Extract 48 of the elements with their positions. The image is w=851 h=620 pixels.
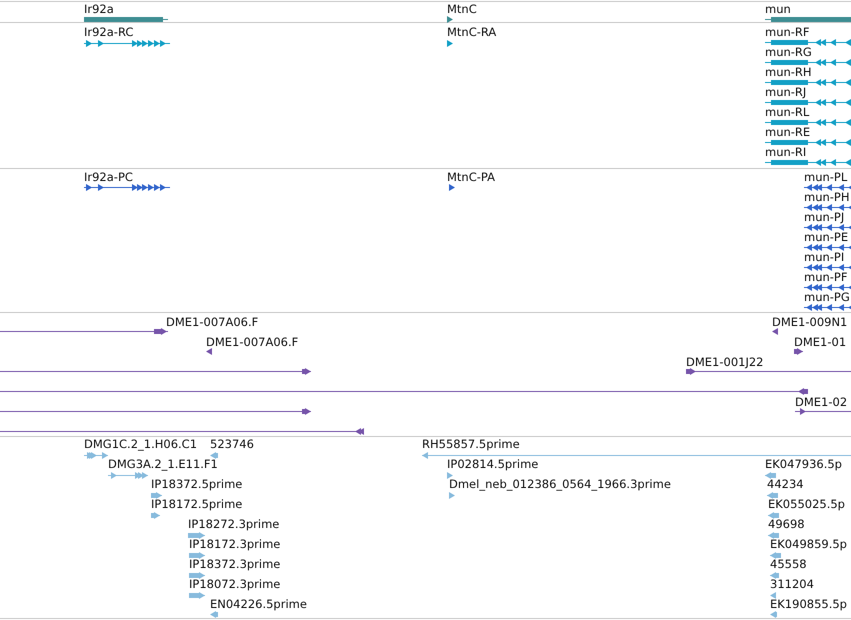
feature-label: Ir92a-PC <box>84 170 133 184</box>
feature-label: mun-RH <box>765 65 812 79</box>
feature-label: mun-PG <box>804 290 850 304</box>
feature-label: mun-PH <box>804 190 850 204</box>
feature-label: DME1-009N1 <box>772 315 848 329</box>
feature-label: mun-RF <box>765 25 810 39</box>
feature-label: DME1-001J22 <box>686 355 764 369</box>
feature-label: MtnC-RA <box>447 25 496 39</box>
feature-label: MtnC-PA <box>447 170 495 184</box>
feature-label: DME1-02 <box>795 395 848 409</box>
feature-label: DME1-007A06.F <box>166 315 258 329</box>
feature-label: IP18272.3prime <box>188 517 280 531</box>
feature-label: Dmel_neb_012386_0564_1966.3prime <box>449 477 671 491</box>
feature-label: RH55857.5prime <box>422 437 520 451</box>
feature-label: EK047936.5p <box>765 457 842 471</box>
feature-label: Ir92a <box>84 2 114 16</box>
feature-label: 311204 <box>770 577 814 591</box>
feature-label: mun-PE <box>804 230 848 244</box>
feature-label: IP18372.5prime <box>151 477 242 491</box>
feature-label: mun-RL <box>765 105 810 119</box>
feature-label: IP02814.5prime <box>447 457 538 471</box>
feature-label: mun-PF <box>804 270 848 284</box>
feature-label: IP18172.3prime <box>189 537 280 551</box>
feature-label: EK055025.5p <box>768 497 845 511</box>
feature-label: 44234 <box>767 477 804 491</box>
feature-label: mun <box>765 2 791 16</box>
feature-label: 45558 <box>770 557 807 571</box>
feature-label: IP18372.3prime <box>189 557 280 571</box>
feature-label: 523746 <box>210 437 254 451</box>
feature-label: DME1-01 <box>794 335 846 349</box>
feature-label: EK190855.5p <box>770 597 847 611</box>
feature-label: EN04226.5prime <box>210 597 307 611</box>
feature-label: MtnC <box>447 2 477 16</box>
feature-label: IP18072.3prime <box>189 577 280 591</box>
feature-label: DME1-007A06.F <box>206 335 298 349</box>
feature-label: mun-PJ <box>804 210 844 224</box>
feature-label: mun-PL <box>804 170 848 184</box>
feature-label: mun-RJ <box>765 85 806 99</box>
feature-label: mun-RG <box>765 45 812 59</box>
feature-label: IP18172.5prime <box>151 497 242 511</box>
feature-label: EK049859.5p <box>770 537 847 551</box>
feature-label: mun-RI <box>765 145 806 159</box>
feature-label: Ir92a-RC <box>84 25 134 39</box>
feature-label: DMG1C.2_1.H06.C1 <box>84 437 198 451</box>
feature-label: 49698 <box>768 517 805 531</box>
feature-label: DMG3A.2_1.E11.F1 <box>108 457 218 471</box>
feature-label: mun-RE <box>765 125 810 139</box>
feature-label: mun-PI <box>804 250 844 264</box>
